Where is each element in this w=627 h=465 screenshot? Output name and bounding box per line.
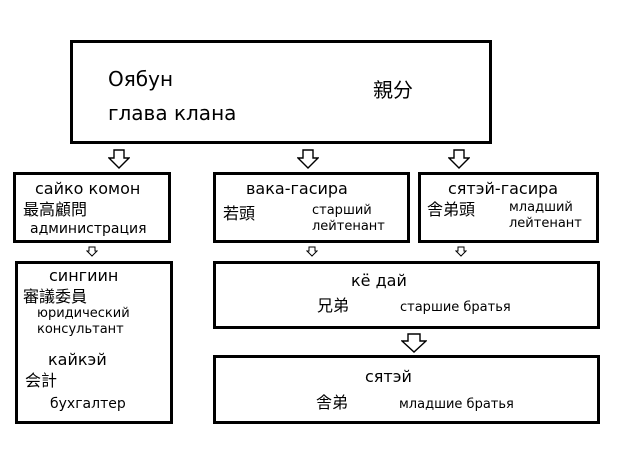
hollow-down-arrow-icon — [448, 149, 470, 169]
waka-gashira-kanji: 若頭 — [223, 204, 256, 223]
kaikei-kanji: 会計 — [25, 371, 58, 390]
hollow-down-arrow-icon — [306, 246, 318, 257]
shatei-gashira-role-line1: младший — [509, 200, 573, 215]
saiko-komon-romaji: сайко комон — [35, 179, 141, 198]
waka-gashira-role-line1: старший — [312, 203, 372, 218]
shatei-gashira-romaji: сятэй-гасира — [448, 179, 559, 198]
kaikei-role: бухгалтер — [50, 396, 126, 412]
kyodai-box: кё дай 兄弟 старшие братья — [213, 261, 600, 329]
hollow-down-arrow-icon — [401, 333, 427, 353]
oyabun-box: Оябун глава клана 親分 — [70, 40, 492, 144]
oyabun-kanji: 親分 — [373, 78, 413, 102]
saiko-komon-role: администрация — [30, 221, 147, 237]
oyabun-role: глава клана — [108, 101, 237, 125]
kaikei-romaji: кайкэй — [48, 350, 107, 369]
shatei-role: младшие братья — [399, 397, 514, 412]
saiko-komon-kanji: 最高顧問 — [23, 200, 88, 219]
hollow-down-arrow-icon — [86, 246, 98, 257]
kyodai-romaji: кё дай — [351, 271, 407, 290]
shingiin-role-line1: юридический — [37, 306, 130, 321]
oyabun-romaji: Оябун — [108, 67, 174, 91]
hollow-down-arrow-icon — [297, 149, 319, 169]
waka-gashira-role-line2: лейтенант — [312, 219, 385, 234]
shatei-kanji: 舎弟 — [316, 393, 349, 412]
shingiin-role-line2: консультант — [37, 322, 124, 337]
shatei-gashira-kanji: 舎弟頭 — [427, 200, 476, 219]
kyodai-role: старшие братья — [400, 300, 511, 315]
shatei-gashira-box: сятэй-гасира 舎弟頭 младший лейтенант — [418, 172, 599, 243]
saiko-komon-box: сайко комон 最高顧問 администрация — [13, 172, 171, 243]
shatei-romaji: сятэй — [365, 367, 412, 386]
shingiin-romaji: сингиин — [49, 266, 119, 285]
waka-gashira-box: вака-гасира 若頭 старший лейтенант — [213, 172, 410, 243]
hollow-down-arrow-icon — [455, 246, 467, 257]
shatei-box: сятэй 舎弟 младшие братья — [213, 355, 600, 424]
shingiin-kaikei-box: сингиин 審議委員 юридический консультант кай… — [15, 261, 173, 424]
hollow-down-arrow-icon — [108, 149, 130, 169]
kyodai-kanji: 兄弟 — [317, 296, 350, 315]
shingiin-kanji: 審議委員 — [23, 287, 88, 306]
waka-gashira-romaji: вака-гасира — [246, 179, 348, 198]
shatei-gashira-role-line2: лейтенант — [509, 216, 582, 231]
